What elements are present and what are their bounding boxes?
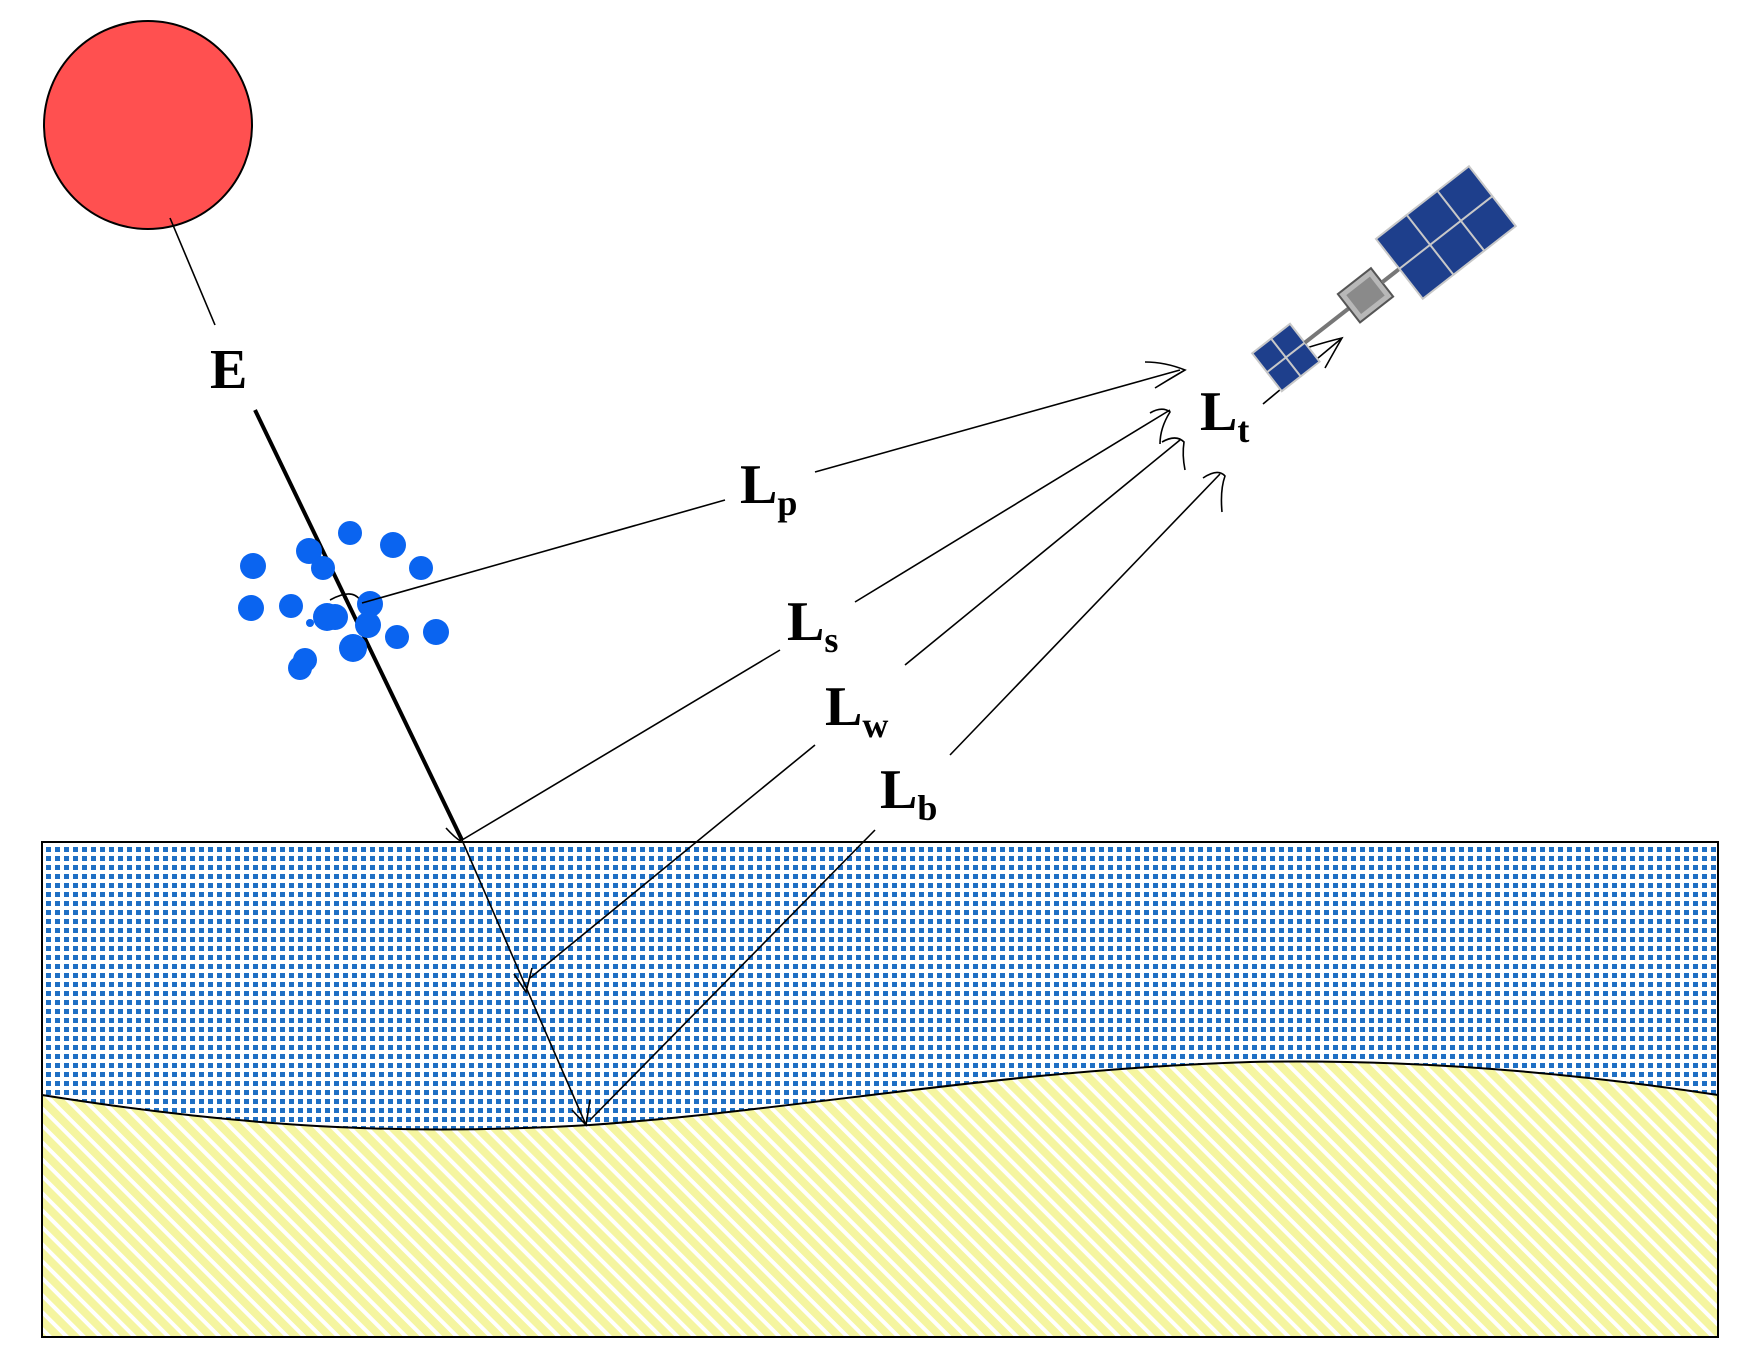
irradiance-arrowhead-column	[513, 967, 533, 994]
lw-arrowhead	[1161, 437, 1186, 471]
lp-ray-upper	[814, 369, 1181, 473]
label-lw: Lw	[825, 676, 888, 745]
lp-arrowhead	[1144, 361, 1187, 389]
label-e: E	[210, 339, 247, 401]
satellite-icon	[1250, 164, 1518, 393]
label-lt: Lt	[1200, 381, 1249, 450]
irradiance-arrowhead-surface	[445, 827, 463, 843]
lp-ray-lower	[361, 499, 726, 604]
seabed-surface-line	[41, 1060, 1719, 1131]
label-lp: Lp	[740, 454, 797, 523]
lw-ray-upper	[904, 439, 1181, 666]
lb-ray-lower	[589, 829, 876, 1121]
sun-icon	[43, 20, 253, 230]
irradiance-arrowhead-bottom	[571, 1099, 591, 1127]
aerosol-particles	[238, 521, 449, 680]
irradiance-ray-water	[461, 839, 587, 1126]
lt-arrowhead	[1299, 336, 1344, 369]
lb-ray-upper	[949, 473, 1221, 756]
ls-arrowhead	[1149, 408, 1172, 445]
lb-arrowhead	[1202, 471, 1226, 513]
irradiance-ray-upper	[169, 217, 216, 326]
label-ls: Ls	[787, 591, 838, 660]
ls-ray-upper	[854, 409, 1171, 603]
label-lb: Lb	[880, 759, 937, 828]
frame	[41, 841, 1719, 1338]
lw-ray-lower	[529, 744, 816, 979]
ls-ray-lower	[461, 649, 781, 841]
